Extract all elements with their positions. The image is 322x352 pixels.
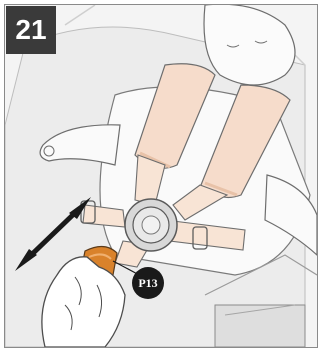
step-number-badge: 21: [6, 6, 56, 54]
harness-illustration: [5, 5, 317, 347]
instruction-figure: 21 P13: [4, 4, 318, 348]
harness-buckle: [125, 199, 177, 251]
part-callout: P13: [132, 267, 164, 299]
